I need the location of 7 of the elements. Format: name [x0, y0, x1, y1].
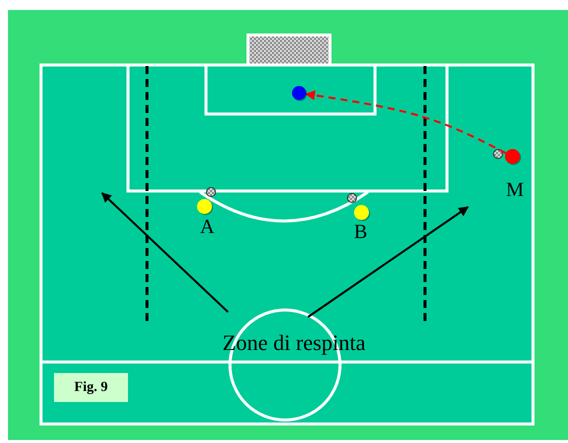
player-letter: M	[506, 180, 524, 200]
figure-label: Fig. 9	[54, 373, 128, 402]
arrow	[304, 90, 506, 154]
player-letter: B	[354, 222, 368, 242]
player-letter: A	[200, 217, 214, 237]
arrow	[101, 192, 229, 313]
arrow	[307, 206, 469, 318]
